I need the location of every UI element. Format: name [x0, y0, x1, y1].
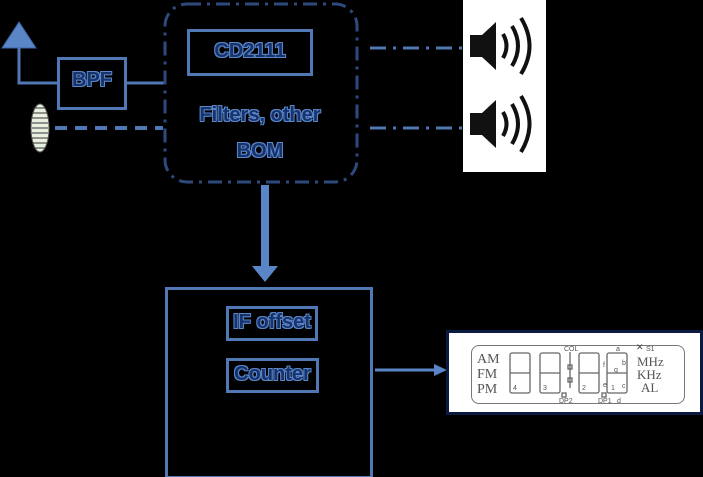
chip-block — [187, 29, 313, 76]
lcd-unit-mhz: MHz — [637, 354, 664, 369]
lcd-dp1-label: DP1 — [598, 398, 612, 405]
lcd-seg-label: a — [616, 346, 620, 353]
bpf-block — [57, 57, 127, 110]
lcd-dp2-label: DP2 — [559, 398, 573, 405]
right-arrow-head — [434, 364, 447, 376]
lcd-digit-label: 3 — [543, 385, 547, 392]
lcd-digit-label: 1 — [611, 385, 615, 392]
lcd-seg-label: e — [603, 382, 607, 389]
lcd-display: AM FM PM COL DP2 DP1 S1 4 3 2 1 a b c d … — [446, 330, 703, 415]
lcd-digit-label: 2 — [582, 385, 586, 392]
lcd-digit-label: 4 — [513, 385, 517, 392]
counter-block — [226, 358, 319, 393]
lcd-seg-label: f — [603, 362, 605, 369]
chip-module-boundary — [163, 2, 359, 184]
antenna-small-icon: ✕ — [636, 342, 644, 352]
lcd-unit-al: AL — [641, 380, 659, 395]
down-arrow-head — [252, 266, 278, 282]
lcd-seg-label: g — [614, 367, 618, 374]
if-offset-block — [226, 306, 318, 341]
lcd-seg-label: d — [617, 398, 621, 405]
lcd-mode-am: AM — [477, 352, 500, 367]
lcd-s1-label: S1 — [646, 346, 655, 353]
if-offset-label: IF offset — [233, 311, 311, 333]
lcd-mode-fm: FM — [477, 367, 498, 382]
knob-icon — [30, 103, 50, 153]
antenna-icon — [1, 21, 37, 49]
lcd-seg-label: b — [622, 360, 626, 367]
bpf-label: BPF — [72, 69, 112, 91]
chip-label: CD2111 — [214, 40, 286, 62]
speaker-panel — [463, 0, 546, 172]
lcd-unit-khz: KHz — [637, 367, 662, 382]
lcd-digits: COL DP2 DP1 S1 4 3 2 1 a b c d e f g ✕ — [509, 342, 655, 405]
speaker-icon — [470, 94, 532, 154]
antenna-wire — [17, 48, 57, 85]
lcd-mode-pm: PM — [477, 382, 498, 397]
lcd-col-label: COL — [564, 346, 579, 353]
lcd-seg-label: c — [622, 383, 626, 390]
speaker-icon — [470, 16, 532, 76]
filters-label: Filters, other BOM — [199, 104, 321, 162]
counter-label: Counter — [234, 363, 311, 385]
